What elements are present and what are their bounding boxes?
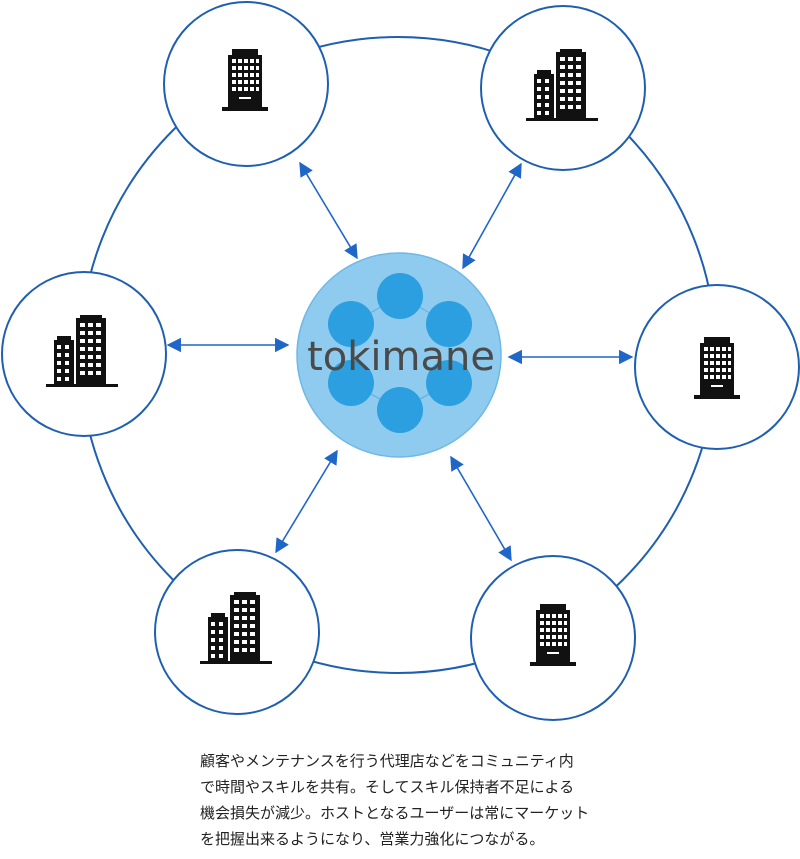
hub-label: tokimane bbox=[307, 334, 495, 380]
description-caption: 顧客やメンテナンスを行う代理店などをコミュニティ内 で時間やスキルを共有。そして… bbox=[200, 748, 610, 852]
caption-line: 機会損失が減少。ホストとなるユーザーは常にマーケット bbox=[200, 804, 590, 822]
arrow-top-left bbox=[299, 161, 358, 260]
hub-dot bbox=[328, 301, 374, 347]
node-top-left bbox=[163, 1, 329, 167]
caption-line: 顧客やメンテナンスを行う代理店などをコミュニティ内 bbox=[200, 752, 574, 770]
caption-line: を把握出来るようになり、営業力強化につながる。 bbox=[200, 830, 545, 848]
office-building-icon bbox=[530, 604, 576, 666]
node-right bbox=[634, 284, 800, 450]
node-left bbox=[1, 271, 167, 437]
node-bottom-right bbox=[470, 555, 636, 721]
arrow-bottom-right bbox=[450, 455, 512, 562]
hub-dot bbox=[377, 273, 423, 319]
hub-member-dots bbox=[328, 273, 472, 433]
hub-dot bbox=[377, 387, 423, 433]
arrow-bottom-left bbox=[275, 449, 338, 554]
hub-dot bbox=[328, 360, 374, 406]
office-building-icon bbox=[222, 49, 268, 111]
tokimane-hub: tokimane bbox=[296, 252, 502, 458]
office-building-icon bbox=[694, 337, 740, 399]
hub-dot bbox=[426, 360, 472, 406]
node-bottom-left bbox=[154, 549, 320, 715]
caption-line: で時間やスキルを共有。そしてスキル保持者不足による bbox=[200, 778, 575, 796]
connection-arrows bbox=[166, 161, 634, 562]
community-diagram: tokimane bbox=[1, 1, 800, 721]
arrow-top-right bbox=[462, 162, 522, 270]
node-top-right bbox=[480, 5, 646, 171]
hub-dot bbox=[426, 301, 472, 347]
